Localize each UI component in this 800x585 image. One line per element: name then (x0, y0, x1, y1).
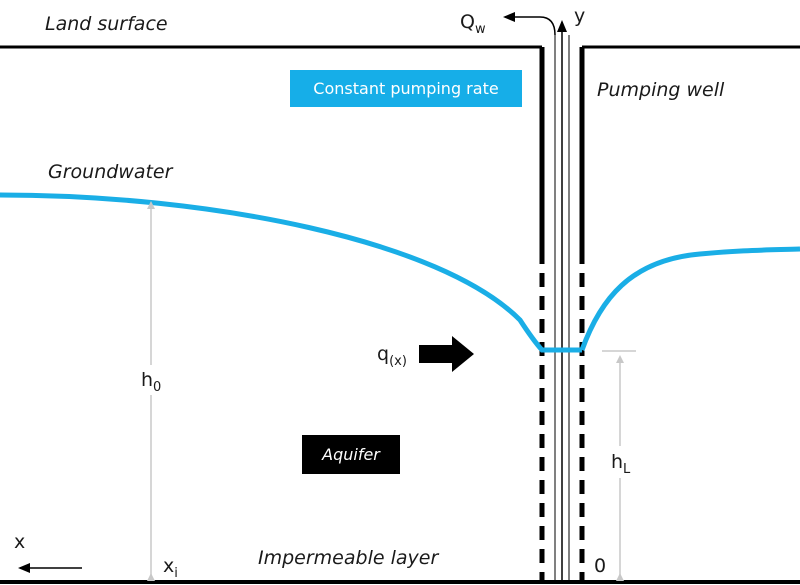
pumping-well-label: Pumping well (597, 79, 725, 101)
land-surface-label: Land surface (45, 13, 168, 35)
aquifer-badge (302, 435, 400, 474)
q-w-symbol: Qw (460, 11, 486, 37)
flow-direction-arrow (419, 336, 474, 372)
groundwater-table-left (0, 192, 582, 353)
h0-symbol: h0 (141, 369, 161, 395)
constant-pumping-rate-label: Constant pumping rate (313, 79, 498, 98)
x-i-symbol: xi (163, 555, 178, 581)
constant-pumping-rate-badge (290, 70, 522, 107)
origin-zero-label: 0 (594, 555, 606, 577)
groundwater-label: Groundwater (48, 161, 174, 183)
groundwater-table-right (579, 246, 800, 351)
impermeable-layer-label: Impermeable layer (258, 547, 439, 569)
x-axis-label: x (14, 531, 25, 553)
q-x-symbol: q(x) (377, 343, 407, 369)
y-axis-label: y (574, 5, 585, 27)
hl-symbol: hL (611, 451, 631, 477)
aquifer-label: Aquifer (321, 445, 381, 464)
discharge-pipe (503, 12, 556, 36)
